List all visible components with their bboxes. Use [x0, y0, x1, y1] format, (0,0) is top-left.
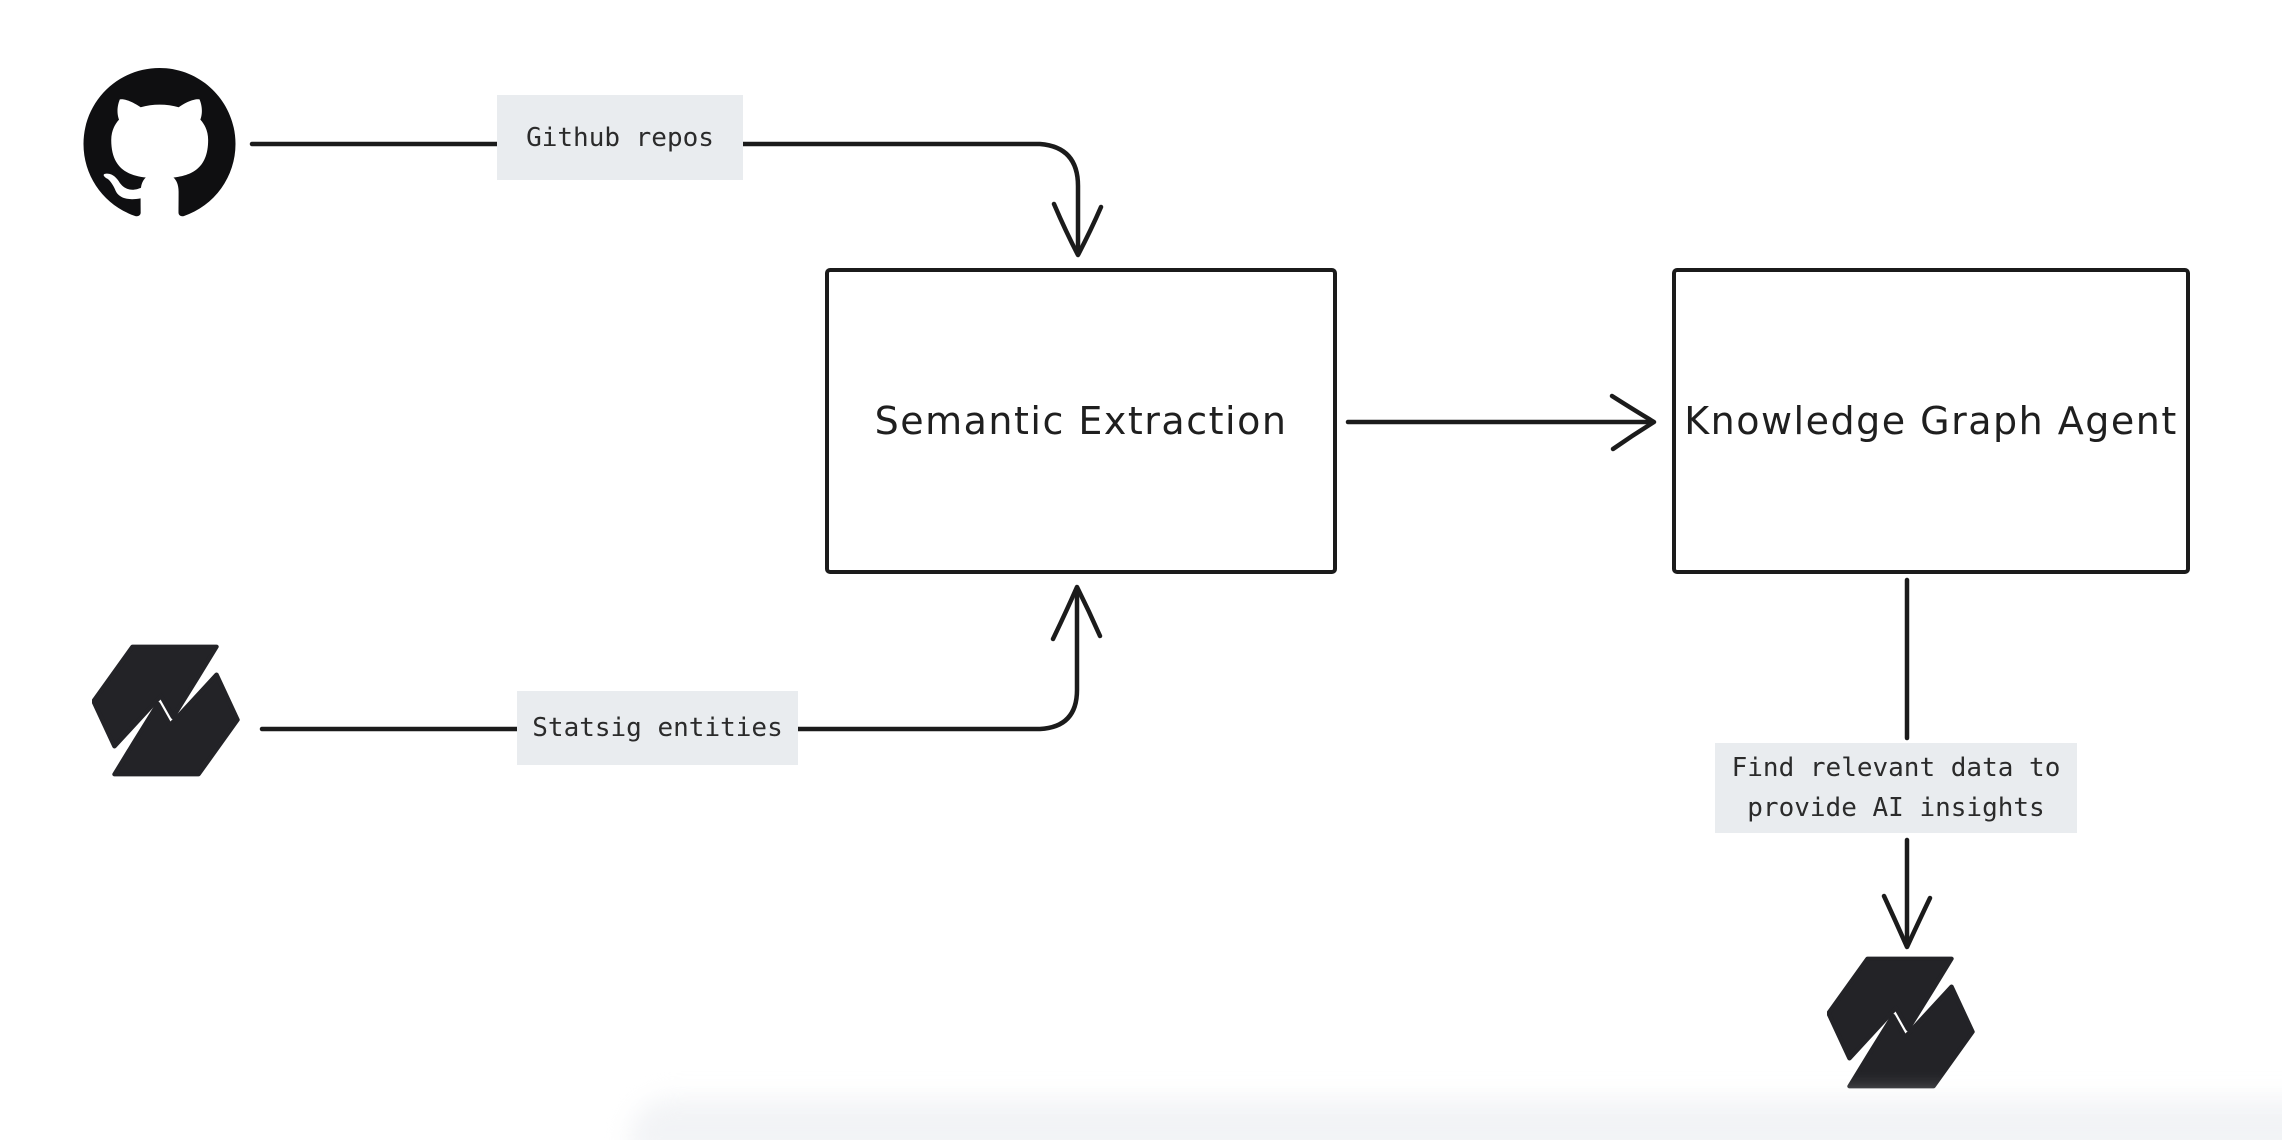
- edge-statsig-to-semantic[interactable]: [259, 584, 1103, 732]
- edge-label-statsig-entities[interactable]: Statsig entities: [517, 691, 798, 765]
- statsig-bolt-mark: [1827, 956, 1975, 1089]
- edge-label-find-relevant-line2: provide AI insights: [1747, 793, 2045, 823]
- node-knowledge-graph-agent-label: Knowledge Graph Agent: [1684, 399, 2178, 443]
- node-knowledge-graph-agent[interactable]: Knowledge Graph Agent: [1672, 268, 2190, 574]
- edge-agent-to-statsig[interactable]: [1881, 577, 1933, 950]
- edge-label-github-repos-text: Github repos: [526, 122, 714, 153]
- statsig-bolt-mark: [92, 644, 240, 777]
- edge-label-find-relevant-data[interactable]: Find relevant data to provide AI insight…: [1715, 743, 2077, 833]
- statsig-icon-source[interactable]: [92, 644, 242, 777]
- node-semantic-extraction-label: Semantic Extraction: [874, 399, 1288, 443]
- github-icon[interactable]: [82, 68, 237, 220]
- statsig-icon-target[interactable]: [1827, 956, 1977, 1089]
- github-octocat-mark: [83, 68, 236, 217]
- edge-label-find-relevant-line1: Find relevant data to: [1731, 753, 2061, 783]
- edge-semantic-to-agent[interactable]: [1345, 393, 1657, 452]
- node-semantic-extraction[interactable]: Semantic Extraction: [825, 268, 1337, 574]
- edge-label-github-repos[interactable]: Github repos: [497, 95, 743, 180]
- edge-github-to-semantic[interactable]: [249, 141, 1104, 258]
- bottom-fade-shadow: [630, 1098, 2282, 1140]
- edge-label-statsig-entities-text: Statsig entities: [532, 713, 783, 743]
